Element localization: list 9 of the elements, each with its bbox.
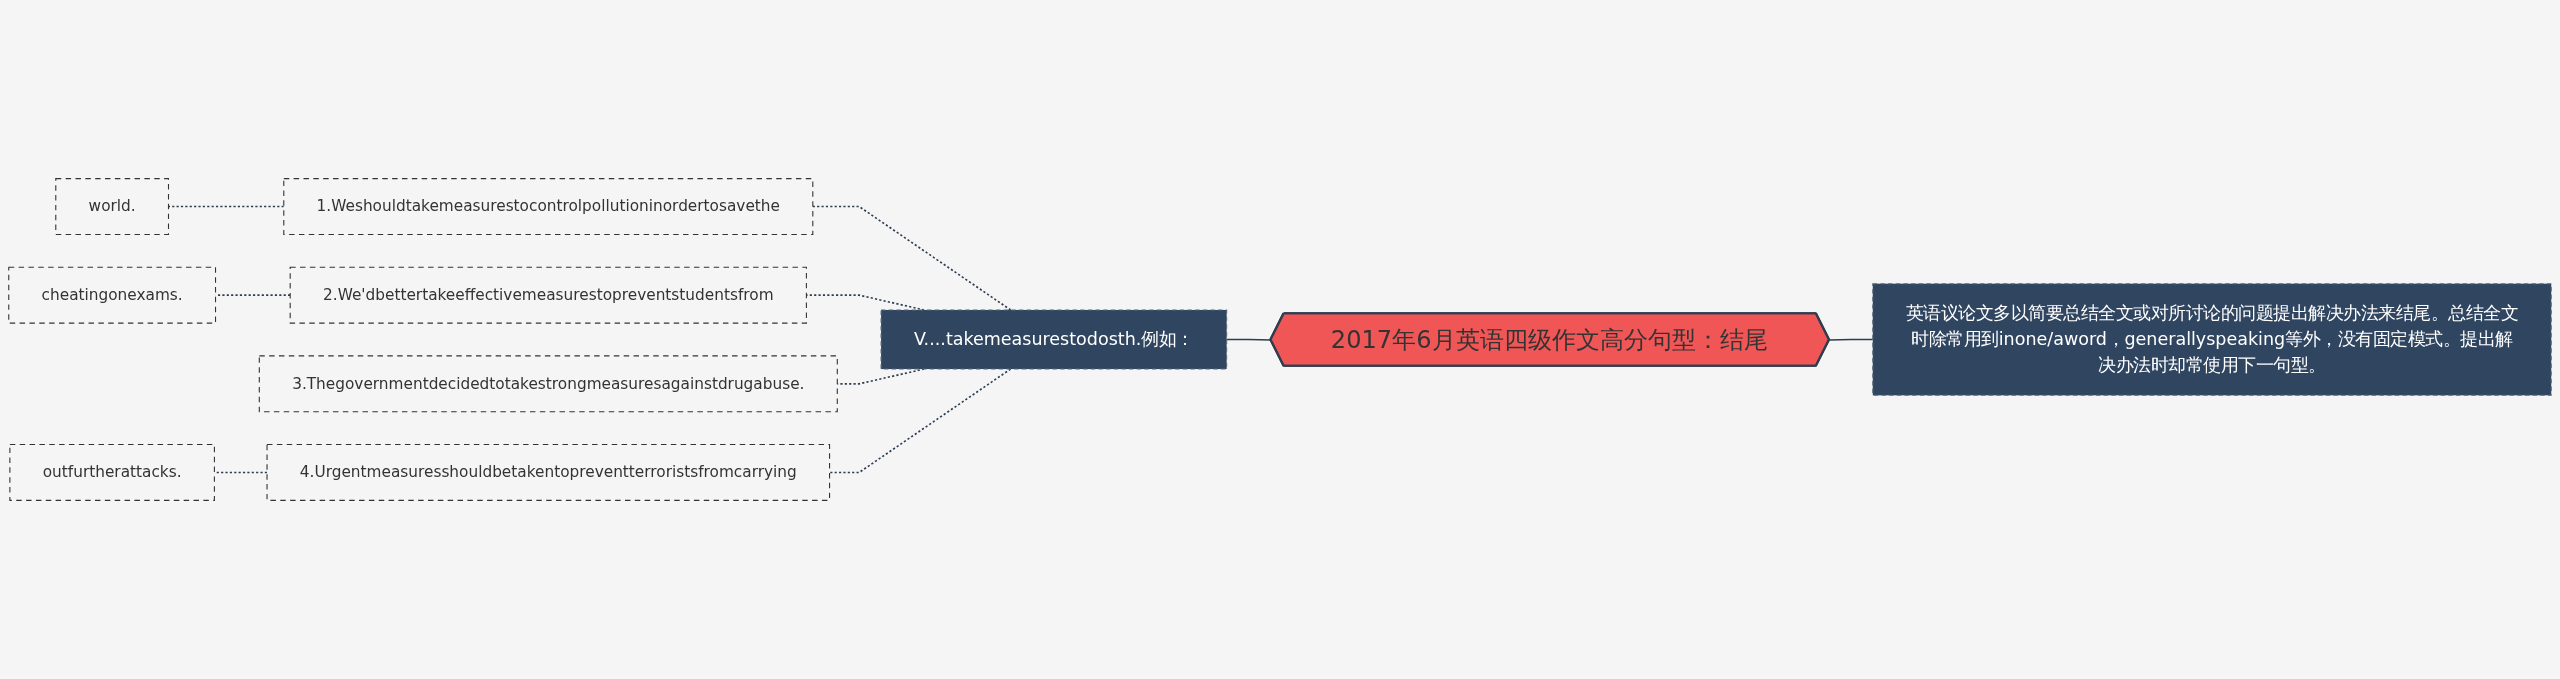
node-box: 1.Weshouldtakemeasurestocontrolpollutioninordertosavethe [283, 178, 814, 235]
node-box: outfurtherattacks. [9, 444, 215, 501]
node-box: V....takemeasurestodosth.例如： [880, 309, 1228, 370]
node-box: 2.We'dbettertakeeffectivemeasurestopreventstudentsfrom [289, 266, 807, 324]
node-box: world. [55, 178, 170, 235]
node-box: 3.Thegovernmentdecidedtotakestrongmeasuresagainstdrugabuse. [258, 355, 838, 413]
node-box: 4.Urgentmeasuresshouldbetakentopreventterroristsfromcarrying [266, 444, 831, 501]
node-box: 英语议论文多以简要总结全文或对所讨论的问题提出解决办法来结尾。总结全文时除常用到inone/aword，generallyspeaking等外，没有固定模式。提出解决办法时却常使用下一句型。 [1872, 283, 2552, 396]
node-box: cheatingonexams. [8, 266, 217, 324]
